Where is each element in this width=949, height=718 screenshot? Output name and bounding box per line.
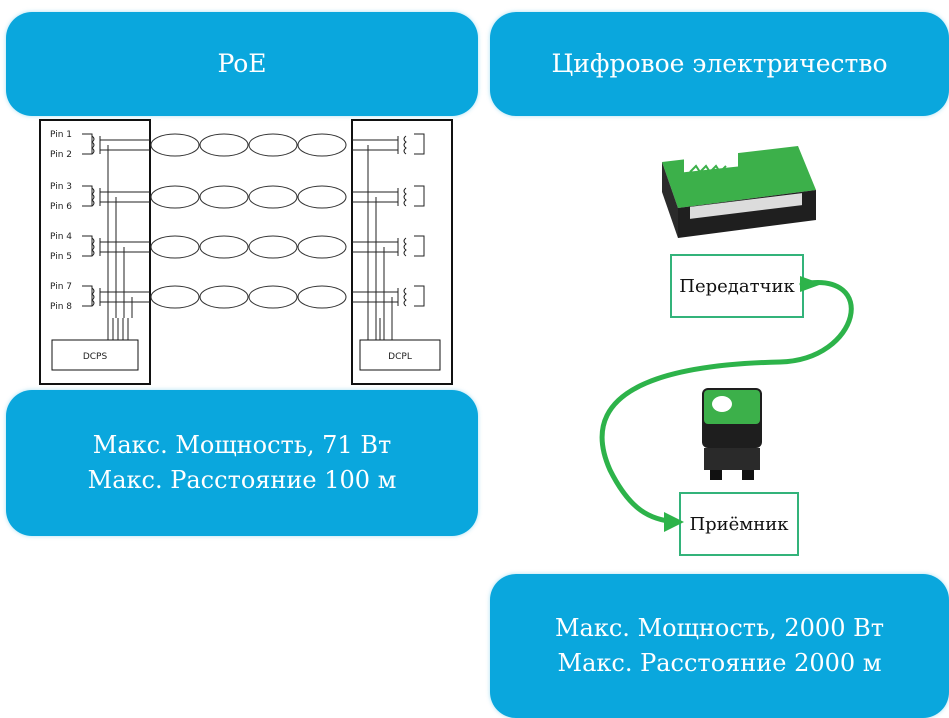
pair-wires: [100, 139, 398, 340]
transformer-coils: [82, 133, 425, 307]
poe-max-distance: Макс. Расстояние 100 м: [87, 466, 397, 494]
pin-label: Pin 8: [50, 302, 72, 312]
pin-label: Pin 5: [50, 252, 72, 262]
dcps-label: DCPS: [83, 352, 108, 362]
poe-title-card: PoE: [6, 12, 478, 116]
pin-label: Pin 2: [50, 150, 72, 160]
transmitter-label: Передатчик: [679, 275, 795, 297]
transmitter-box: Передатчик: [670, 254, 804, 318]
twisted-pairs: [150, 133, 347, 309]
transmitter-device-image: [662, 146, 816, 238]
digital-max-power: Макс. Мощность, 2000 Вт: [554, 614, 885, 643]
poe-max-power: Макс. Мощность, 71 Вт: [92, 431, 392, 460]
digital-title: Цифровое электричество: [551, 48, 888, 78]
dcps-box: [51, 339, 139, 371]
receiver-label: Приёмник: [689, 513, 789, 535]
pin-label: Pin 3: [50, 182, 72, 192]
receiver-box: Приёмник: [679, 492, 799, 556]
dcpl-box: [359, 339, 441, 371]
pin-label: Pin 6: [50, 202, 72, 212]
pin-label: Pin 7: [50, 282, 72, 292]
digital-max-distance: Макс. Расстояние 2000 м: [557, 649, 882, 677]
poe-title: PoE: [217, 48, 267, 78]
pin-label: Pin 4: [50, 232, 72, 242]
digital-specs-card: Макс. Мощность, 2000 Вт Макс. Расстояние…: [490, 574, 949, 718]
digital-title-card: Цифровое электричество: [490, 12, 949, 116]
receiver-device-image: [702, 388, 762, 480]
poe-wiring-diagram: Pin 1 Pin 2 Pin 3 Pin 6 Pin 4 Pin 5 Pin …: [39, 119, 453, 385]
dcpl-label: DCPL: [388, 352, 412, 362]
pin-label: Pin 1: [50, 130, 72, 140]
poe-specs-card: Макс. Мощность, 71 Вт Макс. Расстояние 1…: [6, 390, 478, 536]
